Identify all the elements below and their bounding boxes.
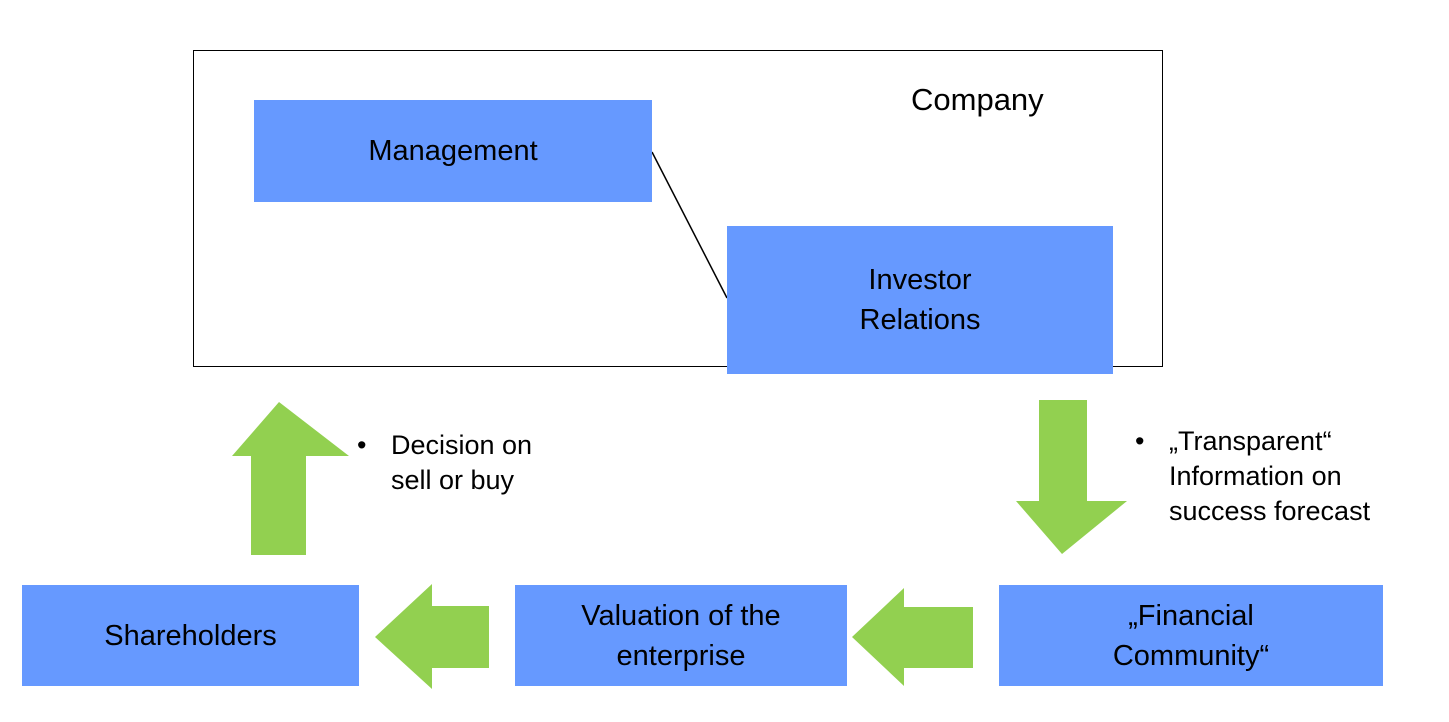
down-arrow [1016,400,1127,554]
decision-note: • Decision on sell or buy [357,428,533,498]
company-label: Company [911,82,1044,117]
investor-relations-label-line-2: Relations [859,304,981,336]
management-label: Management [368,135,538,167]
financial-community-label-line-2: Community“ [1112,639,1270,672]
left-arrow-financial-to-valuation [852,588,973,686]
shareholders-box: Shareholders [22,585,359,686]
valuation-label-line-1: Valuation of the [581,599,781,632]
decision-note-line-1: Decision on [391,430,533,460]
transparent-note-line-2: Information on [1169,461,1342,491]
transparent-note-line-3: success forecast [1169,496,1371,526]
valuation-label-line-2: enterprise [616,639,746,672]
investor-relations-box: Investor Relations [727,226,1113,374]
transparent-note: • „Transparent“ Information on success f… [1135,424,1371,529]
bullet-icon: • [357,430,367,460]
transparent-note-line-1: „Transparent“ [1169,426,1332,456]
bullet-icon: • [1135,426,1145,456]
financial-community-box: „Financial Community“ [999,585,1383,686]
up-arrow [232,402,349,555]
left-arrow-valuation-to-shareholders [375,584,489,689]
management-box: Management [254,100,652,202]
financial-community-label-line-1: „Financial [1128,599,1254,632]
decision-note-line-2: sell or buy [391,465,515,495]
valuation-box: Valuation of the enterprise [515,585,847,686]
shareholders-label: Shareholders [104,619,277,652]
investor-relations-label-line-1: Investor [868,264,972,296]
